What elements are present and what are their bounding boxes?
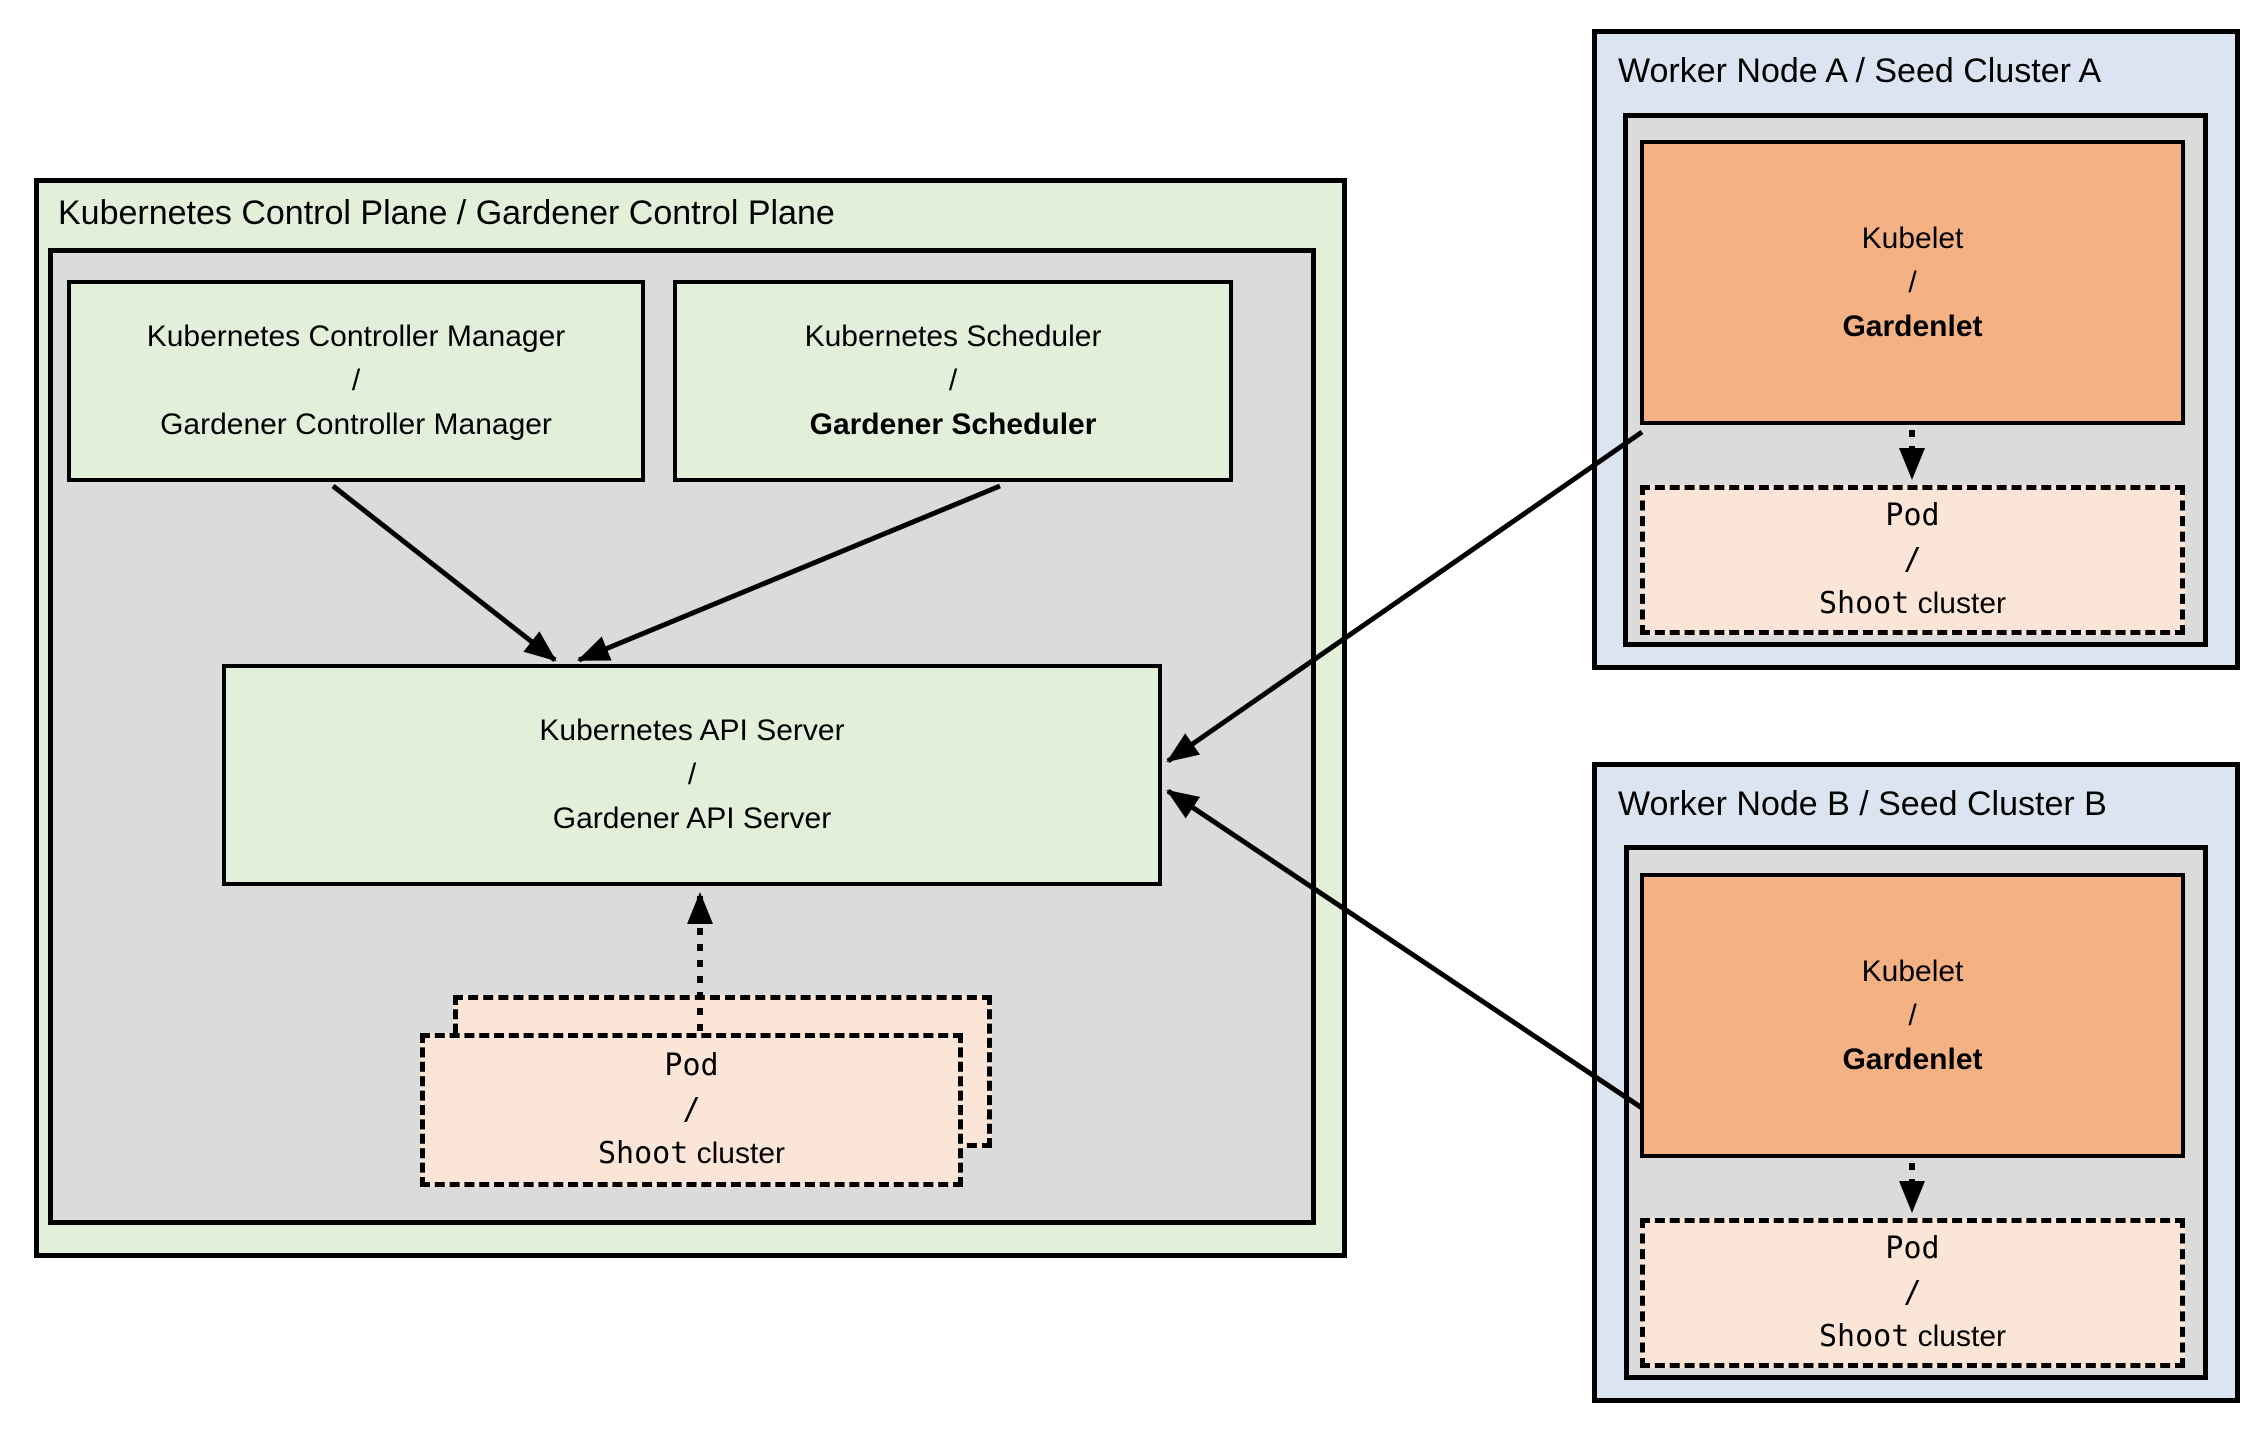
pod-shoot-cluster-label: Pod / Shoot cluster <box>425 1038 958 1182</box>
pod-a-separator: / <box>1903 542 1922 577</box>
control-plane-title: Kubernetes Control Plane / Gardener Cont… <box>58 194 835 232</box>
controller-manager-separator: / <box>351 364 361 397</box>
worker-node-b-title: Worker Node B / Seed Cluster B <box>1618 785 2107 823</box>
kubelet-b-box: Kubelet / Gardenlet <box>1640 873 2185 1158</box>
pod-line1: Pod <box>664 1048 719 1083</box>
api-server-line1: Kubernetes API Server <box>539 714 845 747</box>
pod-line3: Shoot cluster <box>598 1132 785 1176</box>
scheduler-box: Kubernetes Scheduler / Gardener Schedule… <box>673 280 1233 482</box>
kubelet-a-label: Kubelet / Gardenlet <box>1644 144 2181 421</box>
pod-shoot-cluster-front-box: Pod / Shoot cluster <box>420 1033 963 1187</box>
kubelet-a-line3: Gardenlet <box>1842 309 1983 343</box>
controller-manager-box: Kubernetes Controller Manager / Gardener… <box>67 280 645 482</box>
kubelet-a-box: Kubelet / Gardenlet <box>1640 140 2185 425</box>
worker-node-a-title: Worker Node A / Seed Cluster A <box>1618 52 2102 90</box>
pod-b-line3-shoot: Shoot <box>1818 1319 1910 1354</box>
api-server-label: Kubernetes API Server / Gardener API Ser… <box>226 668 1158 882</box>
pod-a-line3: Shoot cluster <box>1819 582 2006 626</box>
pod-a-box: Pod / Shoot cluster <box>1640 485 2185 635</box>
kubelet-b-label: Kubelet / Gardenlet <box>1644 877 2181 1154</box>
pod-b-line3-cluster: cluster <box>1917 1320 2006 1353</box>
pod-b-line1: Pod <box>1885 1231 1940 1266</box>
api-server-box: Kubernetes API Server / Gardener API Ser… <box>222 664 1162 886</box>
scheduler-line1: Kubernetes Scheduler <box>804 320 1102 353</box>
pod-a-line1: Pod <box>1885 498 1940 533</box>
scheduler-separator: / <box>948 364 958 397</box>
api-server-line3: Gardener API Server <box>552 802 832 835</box>
pod-b-line3: Shoot cluster <box>1819 1315 2006 1359</box>
kubelet-a-line1: Kubelet <box>1861 221 1964 255</box>
controller-manager-line3: Gardener Controller Manager <box>160 408 552 441</box>
api-server-separator: / <box>687 758 697 791</box>
scheduler-label: Kubernetes Scheduler / Gardener Schedule… <box>677 284 1229 478</box>
pod-a-label: Pod / Shoot cluster <box>1645 490 2180 630</box>
pod-line3-cluster: cluster <box>696 1137 785 1170</box>
pod-a-line3-cluster: cluster <box>1917 587 2006 620</box>
kubelet-a-separator: / <box>1908 265 1917 299</box>
controller-manager-line1: Kubernetes Controller Manager <box>146 320 566 353</box>
pod-b-separator: / <box>1903 1275 1922 1310</box>
kubelet-b-separator: / <box>1908 998 1917 1032</box>
pod-a-line3-shoot: Shoot <box>1818 586 1910 621</box>
kubelet-b-line1: Kubelet <box>1861 954 1964 988</box>
pod-b-label: Pod / Shoot cluster <box>1645 1223 2180 1363</box>
controller-manager-label: Kubernetes Controller Manager / Gardener… <box>71 284 641 478</box>
kubelet-b-line3: Gardenlet <box>1842 1042 1983 1076</box>
scheduler-line3: Gardener Scheduler <box>809 408 1097 441</box>
pod-line3-shoot: Shoot <box>597 1136 689 1171</box>
pod-b-box: Pod / Shoot cluster <box>1640 1218 2185 1368</box>
pod-separator: / <box>682 1092 701 1127</box>
